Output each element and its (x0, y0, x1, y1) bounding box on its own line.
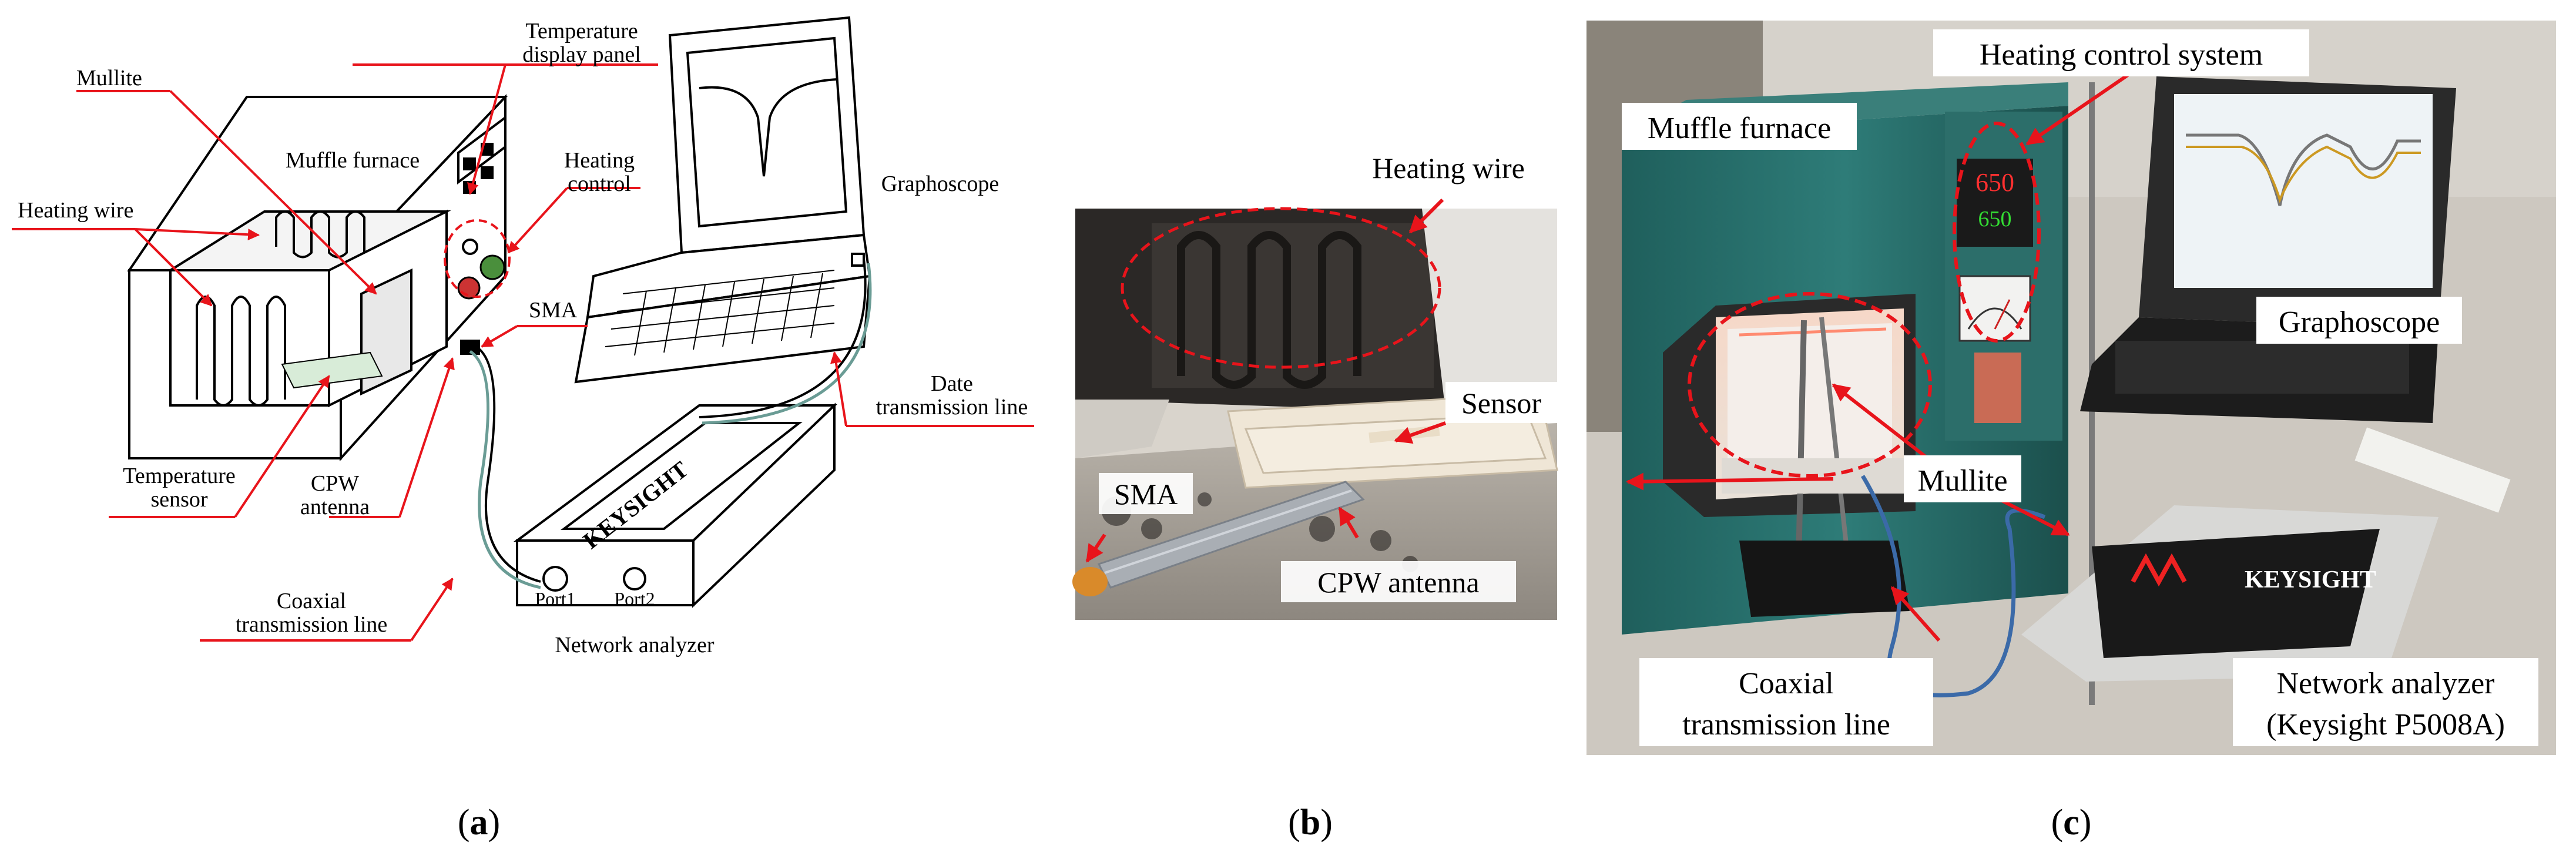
caption-b: (b) (1288, 803, 1333, 843)
furnace-chamber-highlight (1688, 292, 1932, 478)
caption-a: (a) (458, 803, 500, 843)
label-mullite: Mullite (76, 66, 142, 90)
label-date-line1: Date (931, 371, 973, 396)
panel-a-cables (469, 258, 872, 589)
label-port2: Port2 (614, 588, 655, 609)
label-heating-wire: Heating wire (18, 198, 133, 223)
panel-a-schematic: KEYSIGHT (12, 16, 1034, 843)
keysight-logo-photo: KEYSIGHT (2245, 566, 2376, 593)
network-analyzer-drawing (513, 402, 837, 608)
label-c-network-analyzer-line1: Network analyzer (2276, 667, 2494, 700)
label-date-line2: transmission line (876, 395, 1028, 420)
label-heating-control-line1: Heating (564, 148, 635, 173)
panel-a-labels: Mullite Temperature display panel Muffle… (18, 19, 1028, 657)
label-coaxial-line1: Coaxial (277, 589, 346, 613)
label-temperature-display-line2: display panel (522, 42, 641, 67)
panel-b-photo: Heating wire Sensor SMA CPW antenna (b) (1072, 147, 1558, 843)
label-c-heating-control-system: Heating control system (1980, 38, 2263, 72)
heating-control-highlight (444, 219, 511, 298)
label-c-coaxial-line1: Coaxial (1739, 667, 1834, 700)
laptop-graphoscope-drawing (574, 16, 871, 384)
label-temperature-sensor-line1: Temperature (123, 464, 235, 488)
label-cpw-line2: antenna (300, 495, 370, 519)
label-c-graphoscope: Graphoscope (2279, 306, 2440, 339)
label-network-analyzer: Network analyzer (555, 633, 714, 657)
label-temperature-display-line1: Temperature (525, 19, 638, 43)
muffle-furnace-drawing (127, 93, 508, 462)
label-b-sensor: Sensor (1461, 387, 1541, 420)
label-port1: Port1 (535, 588, 575, 609)
panel-c-labels: Heating control system Muffle furnace Gr… (1622, 29, 2538, 746)
label-temperature-sensor-line2: sensor (150, 487, 207, 512)
label-coaxial-line2: transmission line (236, 612, 388, 637)
label-b-cpw-antenna: CPW antenna (1317, 566, 1479, 599)
label-graphoscope: Graphoscope (881, 172, 999, 196)
panel-c-photo: 650 650 KEYSIGHT (1586, 21, 2556, 843)
display-value-top: 650 (1975, 168, 2014, 197)
panel-a-annotation-lines (12, 63, 1034, 642)
panel-b-labels: Heating wire Sensor SMA CPW antenna (1099, 147, 1557, 602)
label-sma: SMA (529, 298, 578, 323)
display-value-bottom: 650 (1978, 207, 2012, 231)
label-heating-control-line2: control (568, 172, 631, 196)
label-b-heating-wire: Heating wire (1372, 152, 1525, 184)
caption-c: (c) (2051, 803, 2092, 843)
label-c-muffle-furnace: Muffle furnace (1648, 112, 1831, 145)
heating-control-system-highlight (1953, 122, 2041, 343)
label-b-sma: SMA (1114, 478, 1178, 511)
label-cpw-line1: CPW (311, 471, 359, 496)
label-muffle-furnace: Muffle furnace (286, 148, 420, 173)
label-c-coaxial-line2: transmission line (1682, 708, 1890, 741)
heating-wire-highlight (1121, 207, 1441, 369)
label-c-mullite: Mullite (1917, 464, 2007, 498)
label-c-network-analyzer-line2: (Keysight P5008A) (2266, 708, 2505, 741)
